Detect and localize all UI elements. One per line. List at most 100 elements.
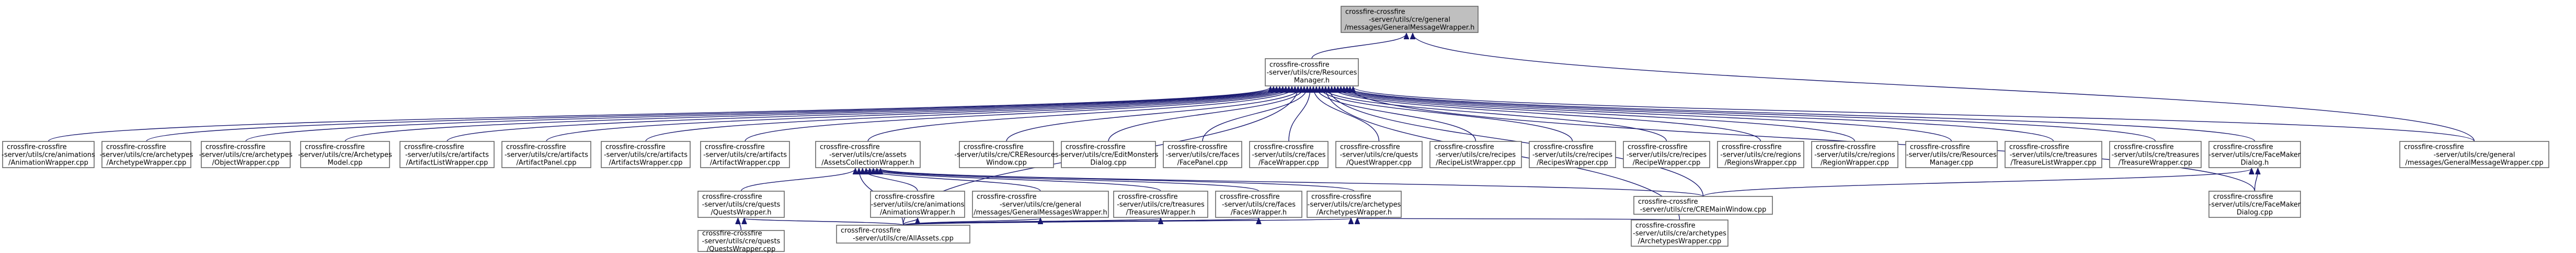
node-box: [1631, 219, 1728, 247]
node-FacesWrapper_h[interactable]: crossfire-crossfire-server/utils/cre/fac…: [1215, 191, 1302, 218]
node-RecipesWrapper_cpp[interactable]: crossfire-crossfire-server/utils/cre/rec…: [1529, 141, 1616, 168]
node-label-line: crossfire-crossfire: [1910, 144, 1970, 151]
node-box: [2, 141, 95, 168]
edge-FacePanel_cpp-to-ResourcesManager_h: [1202, 87, 1307, 142]
node-label-line: crossfire-crossfire: [506, 144, 566, 151]
node-label-line: /QuestsWrapper.h: [711, 209, 771, 217]
node-ArtifactWrapper_cpp[interactable]: crossfire-crossfire-server/utils/cre/art…: [700, 141, 790, 168]
node-QuestWrapper_cpp[interactable]: crossfire-crossfire-server/utils/cre/que…: [1335, 141, 1423, 168]
node-ArtifactPanel_cpp[interactable]: crossfire-crossfire-server/utils/cre/art…: [501, 141, 591, 168]
node-label-line: -server/utils/cre/Archetypes: [298, 151, 392, 159]
node-RegionsWrapper_cpp[interactable]: crossfire-crossfire-server/utils/cre/reg…: [1717, 141, 1804, 168]
node-label-line: crossfire-crossfire: [702, 193, 762, 201]
node-label-line: Window.cpp: [986, 159, 1027, 167]
node-label-line: crossfire-crossfire: [1434, 144, 1494, 151]
node-ArchetypeWrapper_cpp[interactable]: crossfire-crossfire-server/utils/cre/arc…: [100, 141, 193, 168]
node-label-line: -server/utils/cre/faces: [1166, 151, 1240, 159]
node-QuestsWrapper_h[interactable]: crossfire-crossfire-server/utils/cre/que…: [697, 191, 785, 218]
node-label-line: /AnimationWrapper.cpp: [8, 159, 88, 167]
node-layer: crossfire-crossfire-server/utils/cre/gen…: [2, 6, 2549, 253]
node-FacePanel_cpp[interactable]: crossfire-crossfire-server/utils/cre/fac…: [1163, 141, 1242, 168]
node-label-line: -server/utils/cre/general: [1000, 201, 1081, 209]
node-GeneralMessageWrapper_h[interactable]: crossfire-crossfire-server/utils/cre/gen…: [1341, 6, 1479, 33]
node-GeneralMessagesWrapper_h[interactable]: crossfire-crossfire-server/utils/cre/gen…: [972, 191, 1109, 218]
edge-TreasuresWrapper_h-to-AssetsCollectionWrapper_h: [869, 169, 1161, 192]
node-box: [1529, 141, 1616, 168]
node-label-line: -server/utils/cre/faces: [1222, 201, 1296, 209]
node-label-line: crossfire-crossfire: [705, 144, 765, 151]
node-label-line: /RegionWrapper.cpp: [1821, 159, 1889, 167]
node-FaceWrapper_cpp[interactable]: crossfire-crossfire-server/utils/cre/fac…: [1249, 141, 1329, 168]
node-ArchetypesWrapper_h[interactable]: crossfire-crossfire-server/utils/cre/arc…: [1307, 191, 1402, 218]
node-box: [1811, 141, 1898, 168]
node-label-line: -server/utils/cre/FaceMaker: [2209, 151, 2301, 159]
node-box: [2109, 141, 2202, 168]
node-CREMainWindow_cpp[interactable]: crossfire-crossfire-server/utils/cre/CRE…: [1633, 196, 1773, 215]
node-label-line: crossfire-crossfire: [1269, 61, 1330, 69]
node-QuestsWrapper_cpp[interactable]: crossfire-crossfire-server/utils/cre/que…: [697, 230, 785, 253]
node-CREArchetypesModel_cpp[interactable]: crossfire-crossfire-server/utils/cre/Arc…: [298, 141, 392, 168]
edge-GeneralMessageWrapper_cpp-to-GeneralMessageWrapper_h: [1413, 34, 2475, 142]
edge-ArtifactsWrapper_cpp-to-ResourcesManager_h: [645, 87, 1289, 142]
node-ResourcesManager_h[interactable]: crossfire-crossfire-server/utils/cre/Res…: [1265, 58, 1359, 86]
node-CREResourcesWindow_cpp[interactable]: crossfire-crossfire-server/utils/cre/CRE…: [954, 141, 1059, 168]
node-FaceMakerDialog_cpp[interactable]: crossfire-crossfire-server/utils/cre/Fac…: [2208, 191, 2301, 218]
node-label-line: crossfire-crossfire: [7, 144, 67, 151]
node-label-line: -server/utils/cre/archetypes: [1308, 201, 1401, 209]
node-label-line: /RecipesWrapper.cpp: [1537, 159, 1608, 167]
node-box: [1341, 6, 1479, 33]
edge-FaceWrapper_cpp-to-ResourcesManager_h: [1288, 87, 1310, 142]
node-RecipeListWrapper_cpp[interactable]: crossfire-crossfire-server/utils/cre/rec…: [1429, 141, 1522, 168]
node-label-line: /ArtifactPanel.cpp: [517, 159, 577, 167]
node-box: [700, 141, 790, 168]
node-label-line: /QuestWrapper.cpp: [1346, 159, 1412, 167]
node-label-line: Manager.cpp: [1930, 159, 1974, 167]
node-box: [501, 141, 591, 168]
node-box: [2208, 191, 2301, 218]
node-label-line: /TreasuresWrapper.h: [1126, 209, 1196, 217]
node-label-line: crossfire-crossfire: [2213, 193, 2273, 201]
node-box: [2399, 141, 2549, 168]
edge-TreasureWrapper_cpp-to-ResourcesManager_h: [1344, 87, 2156, 142]
node-TreasuresWrapper_h[interactable]: crossfire-crossfire-server/utils/cre/tre…: [1113, 191, 1208, 218]
edge-FaceMakerDialog_cpp-to-FaceMakerDialog_h: [2254, 169, 2258, 192]
node-label-line: /ArtifactsWrapper.cpp: [609, 159, 683, 167]
edge-FaceMakerDialog_cpp-to-ResourcesManager_h: [1350, 87, 2256, 192]
node-box: [601, 141, 691, 168]
node-ObjectWrapper_cpp[interactable]: crossfire-crossfire-server/utils/cre/arc…: [199, 141, 293, 168]
node-RecipeWrapper_cpp[interactable]: crossfire-crossfire-server/utils/cre/rec…: [1623, 141, 1710, 168]
node-AssetsCollectionWrapper_h[interactable]: crossfire-crossfire-server/utils/cre/ass…: [815, 141, 921, 168]
node-label-line: /FacesWrapper.h: [1231, 209, 1287, 217]
node-ResourcesManager_cpp[interactable]: crossfire-crossfire-server/utils/cre/Res…: [1905, 141, 1998, 168]
node-label-line: crossfire-crossfire: [2114, 144, 2174, 151]
node-AllAssets_cpp[interactable]: crossfire-crossfire-server/utils/cre/All…: [836, 225, 970, 244]
edge-FaceMakerDialog_h-to-ResourcesManager_h: [1347, 87, 2256, 142]
node-TreasureListWrapper_cpp[interactable]: crossfire-crossfire-server/utils/cre/tre…: [2005, 141, 2102, 168]
node-EditMonstersDialog_cpp[interactable]: crossfire-crossfire-server/utils/cre/Edi…: [1058, 141, 1159, 168]
node-label-line: crossfire-crossfire: [1066, 144, 1126, 151]
node-ArchetypesWrapper_cpp[interactable]: crossfire-crossfire-server/utils/cre/arc…: [1631, 219, 1728, 247]
node-GeneralMessageWrapper_cpp[interactable]: crossfire-crossfire-server/utils/cre/gen…: [2399, 141, 2549, 168]
node-FaceMakerDialog_h[interactable]: crossfire-crossfire-server/utils/cre/Fac…: [2208, 141, 2301, 168]
node-label-line: Dialog.cpp: [1090, 159, 1126, 167]
node-label-line: crossfire-crossfire: [977, 193, 1037, 201]
node-RegionWrapper_cpp[interactable]: crossfire-crossfire-server/utils/cre/reg…: [1811, 141, 1898, 168]
node-ArtifactListWrapper_cpp[interactable]: crossfire-crossfire-server/utils/cre/art…: [399, 141, 495, 168]
node-box: [815, 141, 921, 168]
node-label-line: crossfire-crossfire: [1635, 222, 1696, 230]
edge-ArchetypeWrapper_cpp-to-ResourcesManager_h: [146, 87, 1274, 142]
node-label-line: crossfire-crossfire: [1638, 198, 1698, 206]
node-ArtifactsWrapper_cpp[interactable]: crossfire-crossfire-server/utils/cre/art…: [601, 141, 691, 168]
node-box: [399, 141, 495, 168]
edge-GeneralMessageWrapper_cpp-to-ResourcesManager_h: [1353, 87, 2475, 142]
node-label-line: Model.cpp: [328, 159, 363, 167]
node-AnimationWrapper_cpp[interactable]: crossfire-crossfire-server/utils/cre/ani…: [2, 141, 95, 168]
node-label-line: /TreasureListWrapper.cpp: [2010, 159, 2096, 167]
node-label-line: crossfire-crossfire: [605, 144, 666, 151]
node-TreasureWrapper_cpp[interactable]: crossfire-crossfire-server/utils/cre/tre…: [2109, 141, 2202, 168]
node-label-line: /RecipeListWrapper.cpp: [1436, 159, 1516, 167]
node-box: [1061, 141, 1156, 168]
node-AnimationsWrapper_h[interactable]: crossfire-crossfire-server/utils/cre/ani…: [870, 191, 965, 218]
edge-RegionsWrapper_cpp-to-ResourcesManager_h: [1332, 87, 1761, 142]
node-label-line: crossfire-crossfire: [820, 144, 880, 151]
